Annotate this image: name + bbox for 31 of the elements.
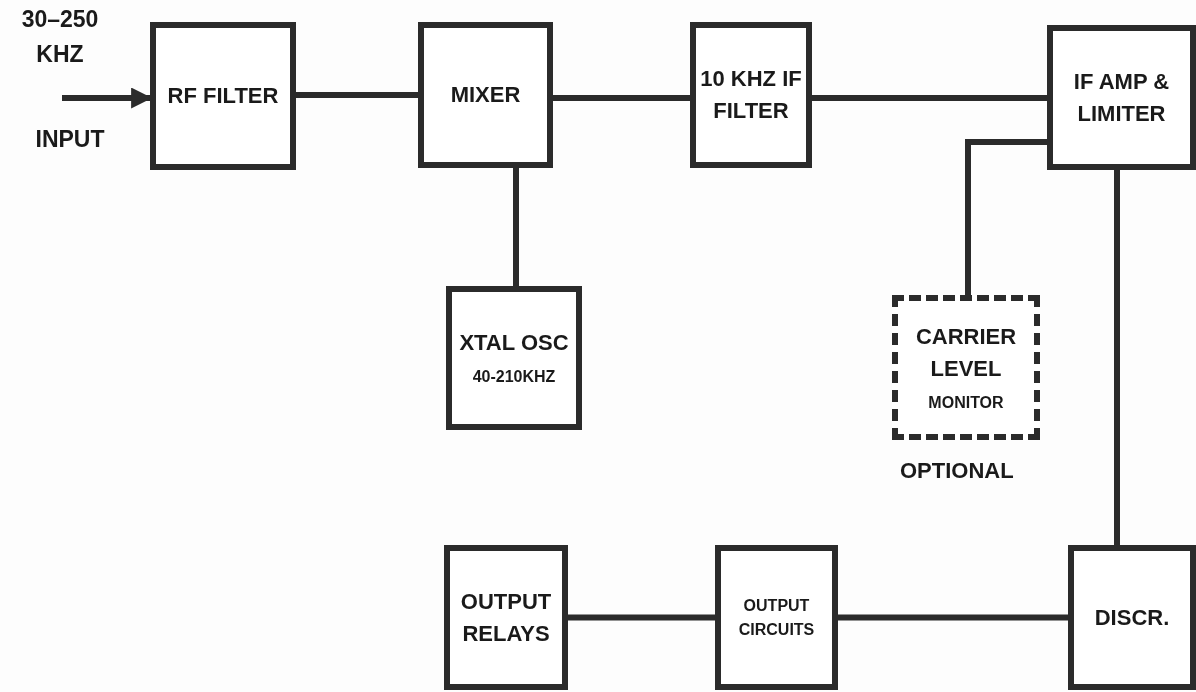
process-box [446,286,582,430]
box-label: CARRIER LEVEL [914,323,1018,383]
process-box [1068,545,1196,690]
connector-line [513,168,519,286]
box-caption: OPTIONAL [900,458,1014,484]
box-label: 40-210KHZ [472,367,556,388]
connector-line [1114,170,1120,545]
box-label: OUTPUT CIRCUITS [737,596,816,640]
box-label: 10 KHZ IF FILTER [700,65,802,125]
optional-box [892,295,1040,440]
box-label: MONITOR [928,392,1004,413]
connector-line [838,614,1068,621]
connector-line [812,95,1047,101]
connector-line [568,614,715,621]
box-label: MIXER [450,81,521,110]
connector-line [965,139,1047,295]
process-box [1047,25,1196,170]
box-label: IF AMP & LIMITER [1072,67,1171,128]
box-label: OUTPUT RELAYS [459,587,553,648]
annotation-label: INPUT [34,125,106,154]
process-box [690,22,812,168]
box-label: XTAL OSC [459,329,569,358]
process-box [715,545,838,690]
box-label: DISCR. [1094,603,1170,632]
connector-line [553,95,690,101]
process-box [418,22,553,168]
box-label: RF FILTER [167,82,279,111]
process-box [444,545,568,690]
process-box [150,22,296,170]
connector-line [296,92,418,98]
annotation-label: 30–250 KHZ [20,5,100,69]
